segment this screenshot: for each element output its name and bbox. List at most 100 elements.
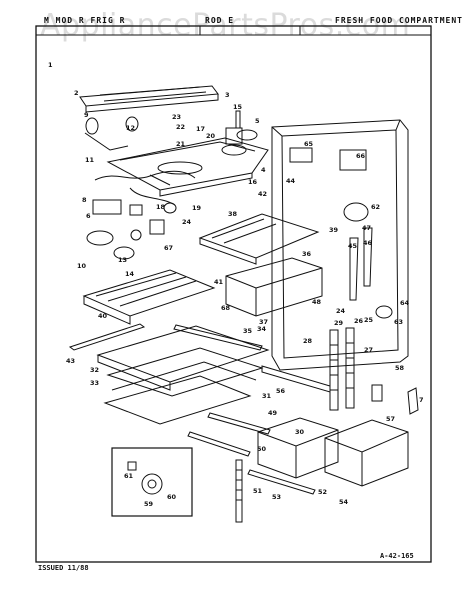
housing-part-66	[339, 149, 367, 171]
callout-38: 38	[228, 210, 238, 218]
diagram-frame	[35, 25, 432, 563]
callout-27: 27	[364, 346, 373, 354]
callout-20: 20	[206, 132, 216, 140]
callout-19: 19	[192, 204, 202, 212]
callout-8: 8	[82, 196, 87, 204]
callout-65: 65	[304, 140, 314, 148]
header-section-title: FRESH FOOD COMPARTMENT	[335, 16, 463, 25]
thermostat-assembly-part	[221, 110, 258, 156]
callout-5: 5	[255, 117, 260, 125]
wire-shelf-part	[82, 269, 216, 325]
callout-62: 62	[371, 203, 380, 211]
callout-43: 43	[66, 357, 75, 365]
callout-64: 64	[400, 299, 410, 307]
knob-part-64	[375, 305, 393, 319]
callout-35: 35	[243, 327, 253, 335]
callout-44: 44	[286, 177, 296, 185]
callout-63: 63	[394, 318, 403, 326]
callout-21: 21	[176, 140, 186, 148]
shelf-support-rails	[329, 327, 355, 411]
callout-66: 66	[356, 152, 366, 160]
callout-34: 34	[257, 325, 267, 333]
part-57	[371, 384, 383, 402]
callout-6: 6	[86, 212, 91, 220]
duct-part-45	[349, 237, 359, 301]
callout-57: 57	[386, 415, 395, 423]
callout-10: 10	[77, 262, 87, 270]
callout-3: 3	[225, 91, 230, 99]
callout-15: 15	[233, 103, 243, 111]
callout-11: 11	[85, 156, 95, 164]
callout-47: 47	[362, 224, 371, 232]
callout-29: 29	[334, 319, 344, 327]
callout-49: 49	[268, 409, 278, 417]
shelf-trim-bars	[68, 323, 271, 457]
callout-58: 58	[395, 364, 405, 372]
callout-36: 36	[302, 250, 312, 258]
callout-13: 13	[118, 256, 127, 264]
callout-9: 9	[84, 111, 89, 119]
glass-shelf-upper-part	[198, 213, 320, 265]
callout-31: 31	[262, 392, 272, 400]
callout-60: 60	[167, 493, 177, 501]
callout-26: 26	[354, 317, 364, 325]
page-code: A-42-165	[380, 552, 414, 560]
glass-shelf-lower-part	[96, 325, 270, 425]
callout-17: 17	[196, 125, 205, 133]
callout-12: 12	[126, 124, 135, 132]
callout-41: 41	[214, 278, 224, 286]
callout-50: 50	[257, 445, 267, 453]
callout-53: 53	[272, 493, 281, 501]
callout-54: 54	[339, 498, 349, 506]
callout-7: 7	[419, 396, 424, 404]
header-model-title: M MOD R FRIG R	[44, 16, 126, 25]
cabinet-liner-part	[271, 119, 409, 371]
callout-4: 4	[261, 166, 266, 174]
header-model-code: ROD E	[205, 16, 235, 25]
callout-23: 23	[172, 113, 181, 121]
callout-25: 25	[364, 316, 374, 324]
callout-28: 28	[303, 337, 313, 345]
callout-59: 59	[144, 500, 154, 508]
callout-37: 37	[259, 318, 268, 326]
callout-61: 61	[124, 472, 134, 480]
callout-46: 46	[363, 239, 373, 247]
callout-68: 68	[221, 304, 231, 312]
inset-detail-box	[111, 447, 193, 517]
callout-48: 48	[312, 298, 322, 306]
control-cover-part	[79, 85, 219, 113]
callout-67: 67	[164, 244, 173, 252]
callout-33: 33	[90, 379, 99, 387]
callout-42: 42	[258, 190, 267, 198]
rail-part-56	[261, 365, 331, 393]
fan-part-62	[343, 202, 369, 222]
callout-18: 18	[156, 203, 166, 211]
light-shield-part	[106, 137, 269, 197]
callout-30: 30	[295, 428, 305, 436]
callout-16: 16	[248, 178, 258, 186]
control-small-parts	[86, 199, 177, 260]
callout-45: 45	[348, 242, 358, 250]
pan-cover-strip	[247, 469, 316, 495]
bracket-part-65	[289, 147, 313, 163]
callout-40: 40	[98, 312, 108, 320]
callout-1: 1	[48, 61, 53, 69]
callout-32: 32	[90, 366, 99, 374]
callout-14: 14	[125, 270, 135, 278]
callout-52: 52	[318, 488, 327, 496]
rod-part-51	[235, 459, 243, 523]
callout-56: 56	[276, 387, 286, 395]
duct-part-47	[363, 227, 373, 287]
callout-39: 39	[329, 226, 339, 234]
callout-22: 22	[176, 123, 185, 131]
callout-24: 24	[182, 218, 192, 226]
callout-24-b: 24	[336, 307, 346, 315]
part-7-leveler	[407, 387, 419, 415]
callout-labels: 1 2 3 4 5 6 7 8 9 10 11 12 13 14 15 16 1…	[48, 61, 424, 508]
crisper-pans-part	[257, 417, 409, 487]
callout-2: 2	[74, 89, 79, 97]
callout-51: 51	[253, 487, 263, 495]
crisper-drawer-center-part	[225, 257, 323, 317]
